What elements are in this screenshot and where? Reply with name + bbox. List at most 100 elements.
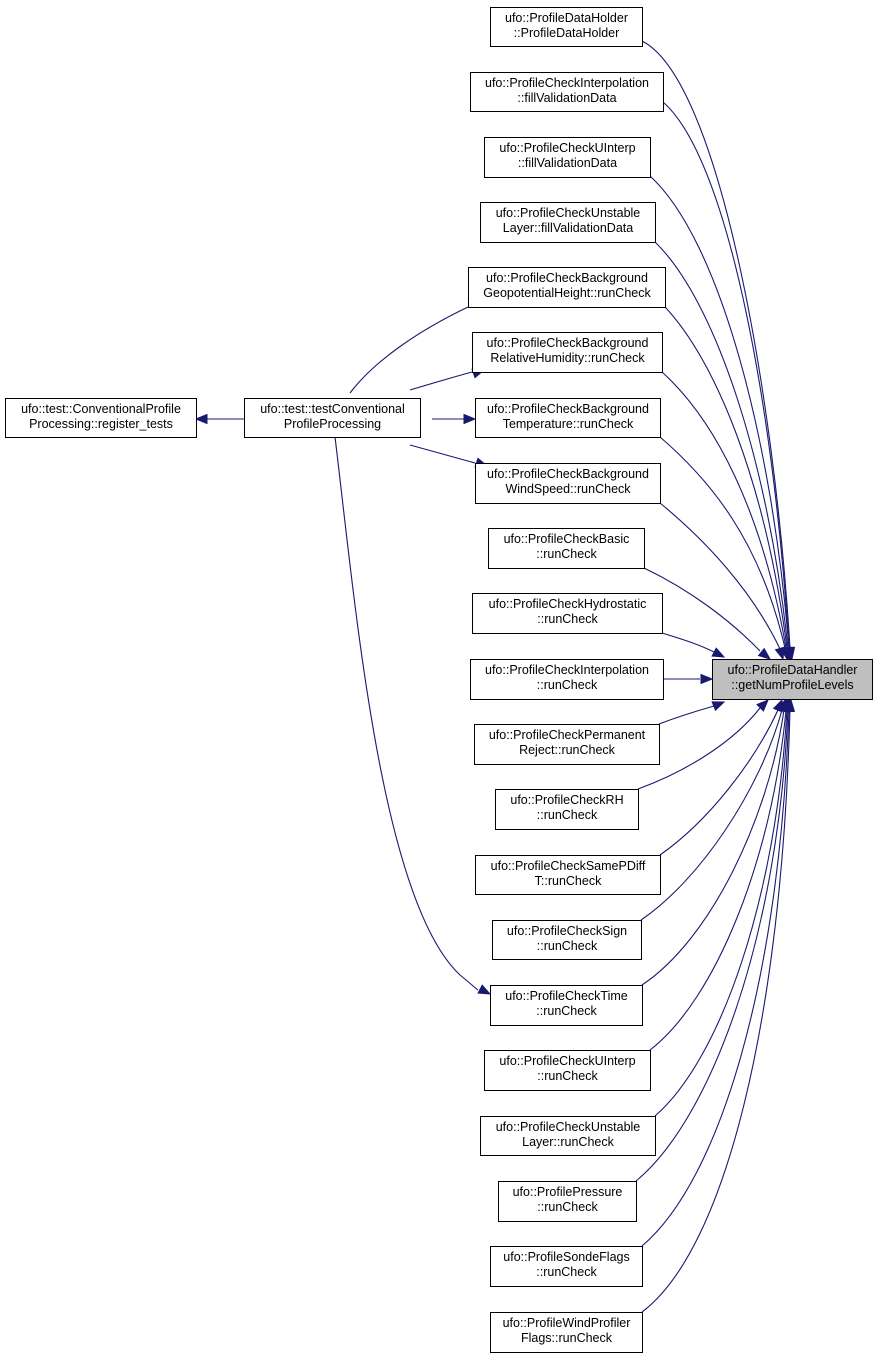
node-label-line-1: ufo::ProfileCheckBasic xyxy=(504,532,630,546)
node-label-line-1: ufo::ProfileWindProfiler xyxy=(503,1316,631,1330)
node-bg_geo[interactable]: ufo::ProfileCheckBackgroundGeopotentialH… xyxy=(468,267,666,308)
edge-line xyxy=(641,40,791,649)
node-target[interactable]: ufo::ProfileDataHandler::getNumProfileLe… xyxy=(712,659,873,700)
node-sonde[interactable]: ufo::ProfileSondeFlags::runCheck xyxy=(490,1246,643,1287)
node-box xyxy=(470,72,664,112)
node-label-line-2: ::runCheck xyxy=(537,808,598,822)
edge-time-to-testcpp xyxy=(334,436,492,995)
edge-line xyxy=(641,709,791,1313)
node-box xyxy=(5,398,197,438)
edge-line xyxy=(654,241,789,649)
node-box xyxy=(244,398,421,438)
node-label-line-2: Processing::register_tests xyxy=(29,417,173,431)
edge-uinterp-to-target xyxy=(649,698,792,1051)
node-hydro[interactable]: ufo::ProfileCheckHydrostatic::runCheck xyxy=(472,593,663,634)
node-label-line-2: ::runCheck xyxy=(537,1200,598,1214)
node-label-line-1: ufo::ProfileDataHolder xyxy=(505,11,628,25)
node-label-line-1: ufo::ProfileCheckRH xyxy=(510,793,623,807)
node-box xyxy=(490,985,643,1026)
node-box xyxy=(470,659,664,700)
node-box xyxy=(484,1050,651,1091)
node-box xyxy=(490,1246,643,1287)
edge-perm-to-target xyxy=(658,701,726,725)
arrowhead xyxy=(711,647,726,658)
edge-line xyxy=(661,632,715,653)
node-perm[interactable]: ufo::ProfileCheckPermanentReject::runChe… xyxy=(474,724,660,765)
node-interp[interactable]: ufo::ProfileCheckInterpolation::runCheck xyxy=(470,659,664,700)
edge-hydro-to-target xyxy=(661,632,726,658)
node-sign[interactable]: ufo::ProfileCheckSign::runCheck xyxy=(492,920,642,960)
node-register[interactable]: ufo::test::ConventionalProfileProcessing… xyxy=(5,398,197,438)
node-label-line-2: ::runCheck xyxy=(537,612,598,626)
node-layer: ufo::test::ConventionalProfileProcessing… xyxy=(5,7,873,1353)
node-label-line-1: ufo::ProfileCheckTime xyxy=(505,989,628,1003)
node-box xyxy=(475,398,661,438)
arrowhead xyxy=(194,413,208,425)
node-label-line-2: ::fillValidationData xyxy=(518,156,617,170)
edge-line xyxy=(637,707,761,790)
node-pressure[interactable]: ufo::ProfilePressure::runCheck xyxy=(498,1181,637,1222)
edge-rh-to-target xyxy=(637,699,769,790)
node-bg_rh[interactable]: ufo::ProfileCheckBackgroundRelativeHumid… xyxy=(472,332,663,373)
node-label-line-1: ufo::test::ConventionalProfile xyxy=(21,402,181,416)
node-pdh[interactable]: ufo::ProfileDataHolder::ProfileDataHolde… xyxy=(490,7,643,47)
node-box xyxy=(490,1312,643,1353)
node-pci_fvd[interactable]: ufo::ProfileCheckInterpolation::fillVali… xyxy=(470,72,664,112)
node-bg_ws[interactable]: ufo::ProfileCheckBackgroundWindSpeed::ru… xyxy=(475,463,661,504)
edge-samep-to-target xyxy=(659,698,783,856)
node-time[interactable]: ufo::ProfileCheckTime::runCheck xyxy=(490,985,643,1026)
node-bg_t[interactable]: ufo::ProfileCheckBackgroundTemperature::… xyxy=(475,398,661,438)
node-label-line-1: ufo::ProfileCheckBackground xyxy=(487,467,649,481)
edge-pci_fvd-to-target xyxy=(662,101,795,661)
edge-line xyxy=(649,175,790,649)
node-label-line-2: ::runCheck xyxy=(537,1069,598,1083)
edge-line xyxy=(659,436,786,649)
edge-line xyxy=(643,567,761,652)
node-box xyxy=(472,593,663,634)
edge-bg_geo-to-target xyxy=(664,306,793,661)
node-pcu_fvd[interactable]: ufo::ProfileCheckUInterp::fillValidation… xyxy=(484,137,651,178)
node-label-line-2: RelativeHumidity::runCheck xyxy=(490,351,645,365)
node-box xyxy=(490,7,643,47)
node-testcpp[interactable]: ufo::test::testConventionalProfileProces… xyxy=(244,398,421,438)
node-label-line-1: ufo::ProfilePressure xyxy=(513,1185,623,1199)
arrowhead xyxy=(711,701,726,712)
node-label-line-2: Temperature::runCheck xyxy=(503,417,634,431)
node-label-line-2: Flags::runCheck xyxy=(521,1331,613,1345)
node-box xyxy=(468,267,666,308)
edge-pdh-to-target xyxy=(641,40,796,661)
edge-line xyxy=(662,101,790,649)
node-box xyxy=(488,528,645,569)
node-label-line-1: ufo::ProfileCheckUnstable xyxy=(496,206,641,220)
edge-line xyxy=(349,306,469,394)
node-label-line-1: ufo::ProfileCheckSamePDiff xyxy=(491,859,646,873)
node-label-line-1: ufo::ProfileCheckInterpolation xyxy=(485,76,649,90)
node-box xyxy=(475,855,661,895)
node-label-line-2: Reject::runCheck xyxy=(519,743,616,757)
node-box xyxy=(712,659,873,700)
edge-wind-to-target xyxy=(641,698,796,1313)
node-box xyxy=(472,332,663,373)
edge-bg_ws-to-target xyxy=(659,502,785,661)
node-label-line-2: ::runCheck xyxy=(537,678,598,692)
node-rh[interactable]: ufo::ProfileCheckRH::runCheck xyxy=(495,789,639,830)
edge-bg_rh-to-target xyxy=(661,371,792,661)
node-label-line-2: Layer::fillValidationData xyxy=(503,221,633,235)
node-pcul_fvd[interactable]: ufo::ProfileCheckUnstableLayer::fillVali… xyxy=(480,202,656,243)
edge-line xyxy=(659,709,779,856)
edge-line xyxy=(654,709,788,1117)
edge-line xyxy=(659,502,781,650)
node-basic[interactable]: ufo::ProfileCheckBasic::runCheck xyxy=(488,528,645,569)
edge-line xyxy=(658,705,715,725)
edge-line xyxy=(334,436,479,991)
node-label-line-2: T::runCheck xyxy=(535,874,602,888)
arrowhead xyxy=(700,673,714,685)
arrowhead xyxy=(463,413,477,425)
arrowhead xyxy=(477,984,492,995)
node-label-line-2: GeopotentialHeight::runCheck xyxy=(483,286,651,300)
node-box xyxy=(474,724,660,765)
node-uinterp[interactable]: ufo::ProfileCheckUInterp::runCheck xyxy=(484,1050,651,1091)
